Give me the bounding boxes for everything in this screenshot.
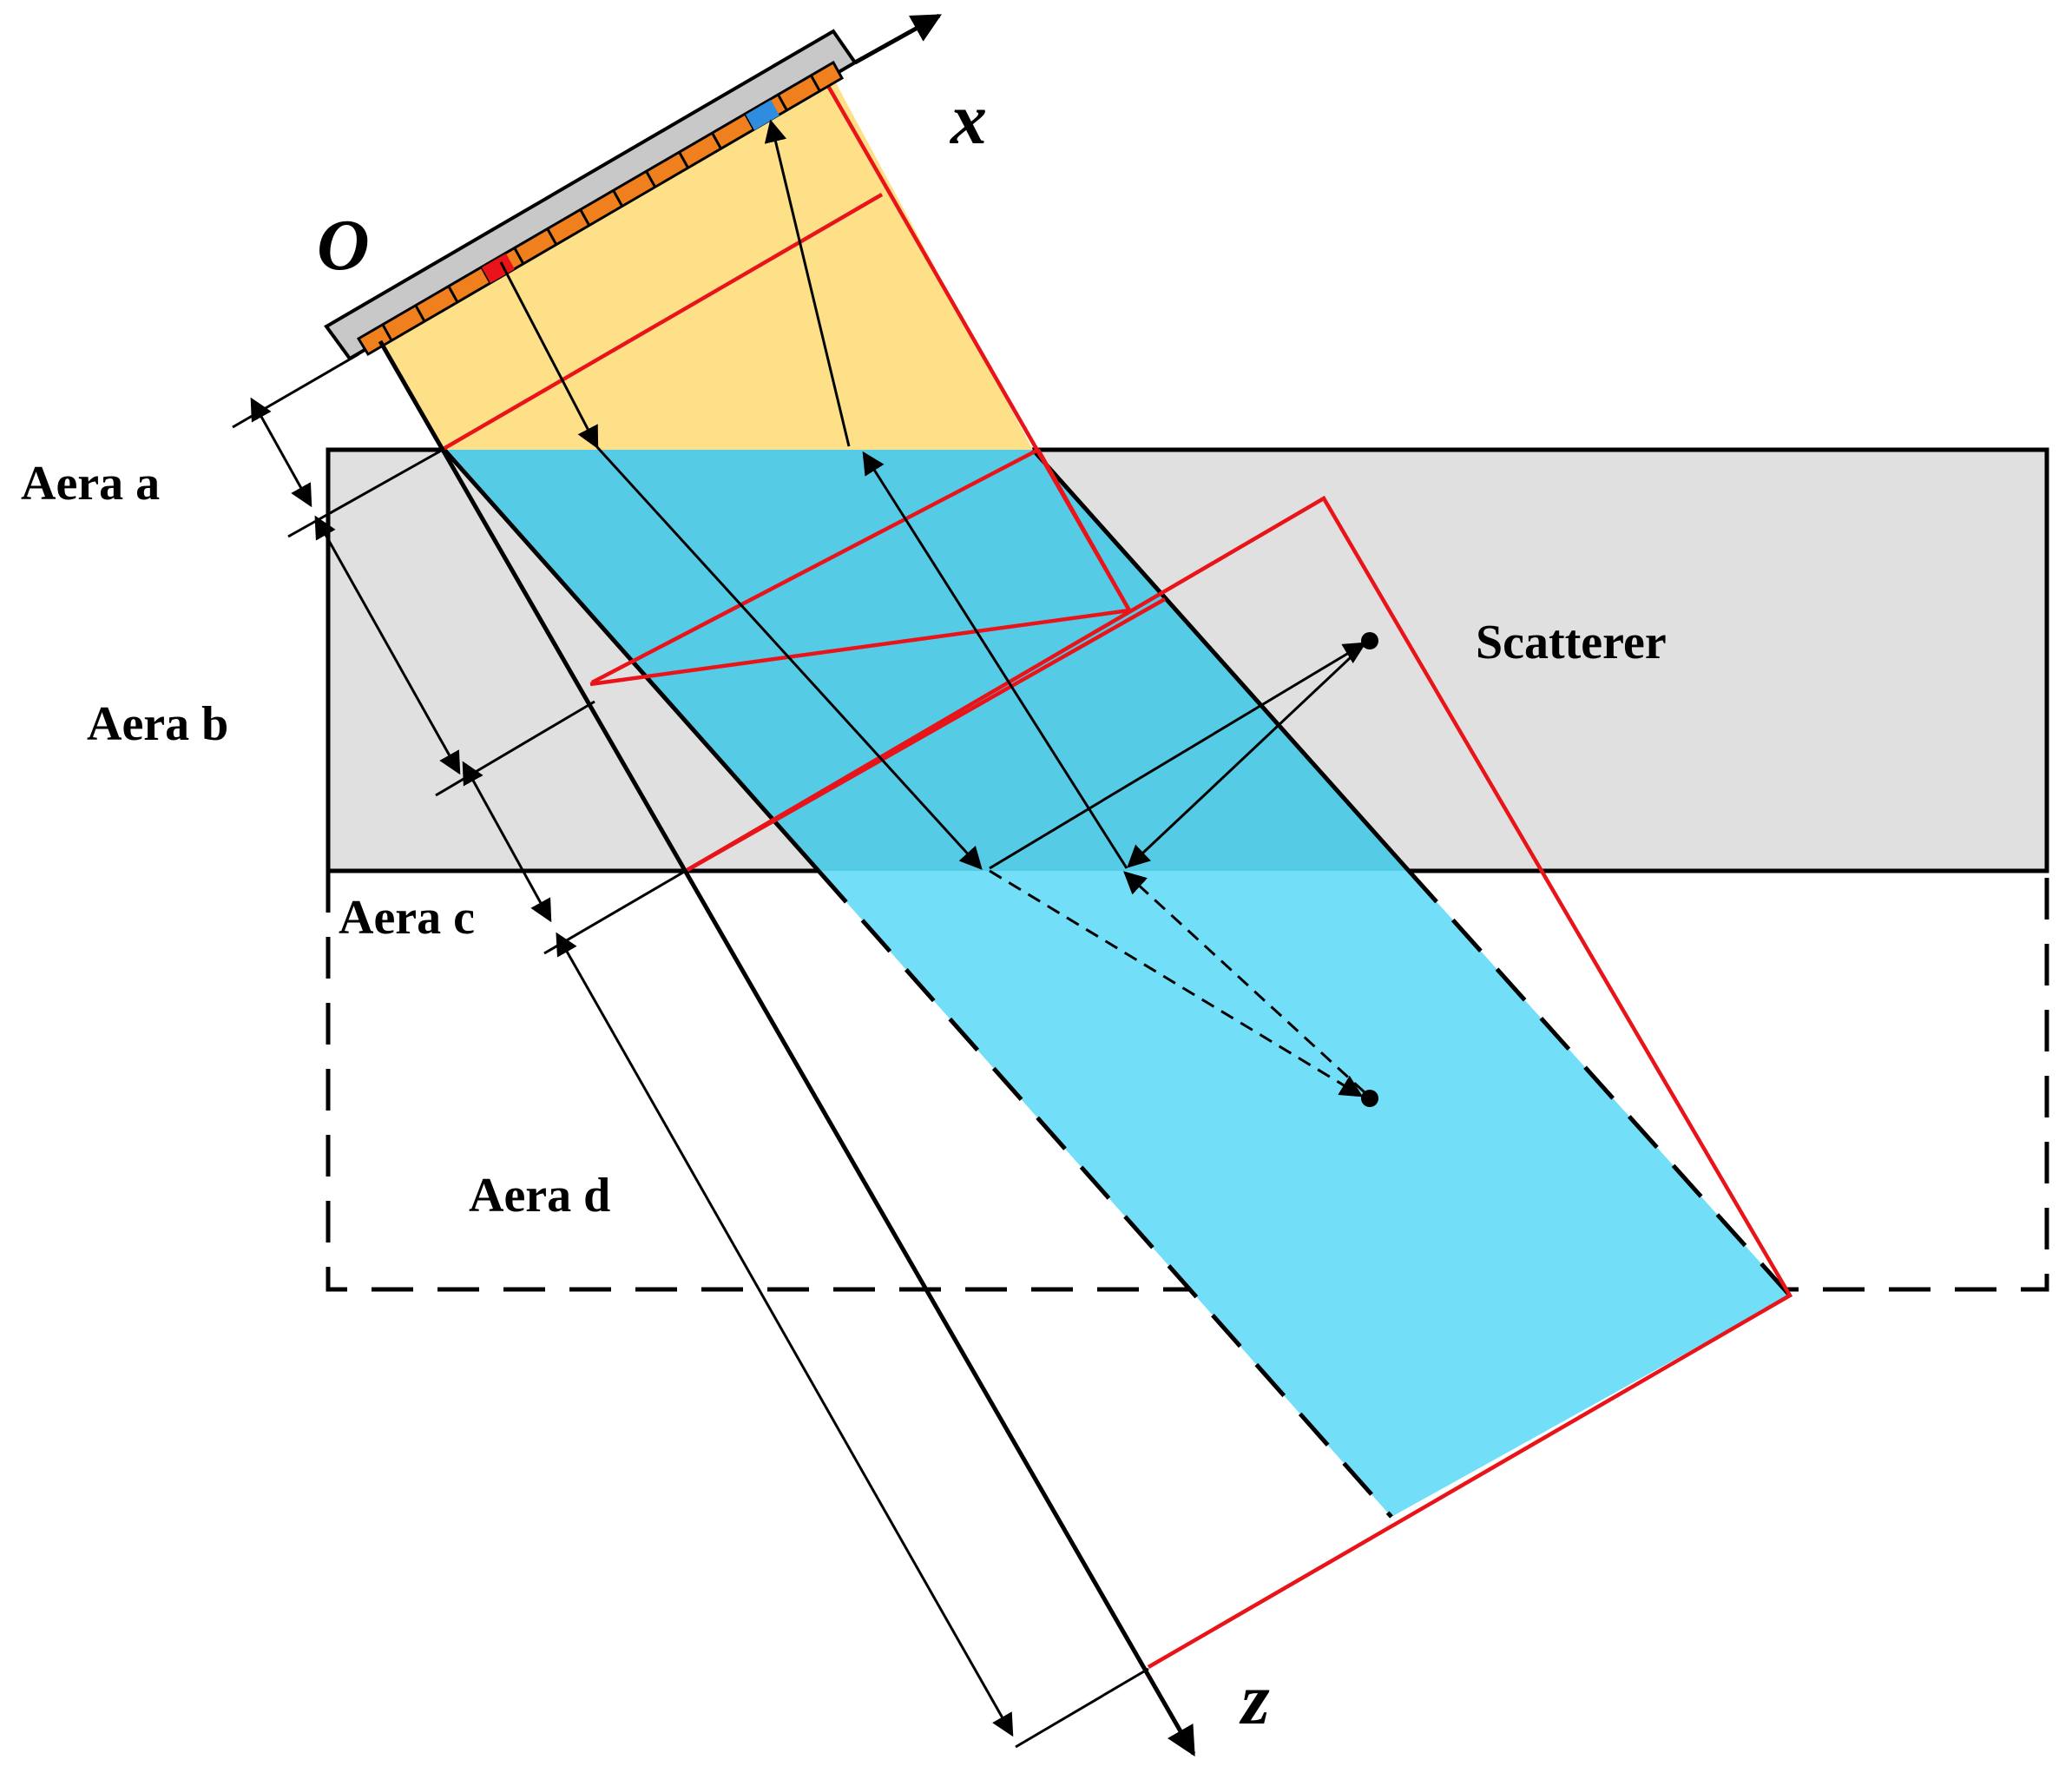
area-b-red-line-2 <box>684 597 1167 873</box>
transducer-array <box>356 60 845 357</box>
dim-area-a <box>250 397 312 508</box>
area-a-label: Aera a <box>21 457 160 511</box>
tx-ray-wedge <box>499 261 599 450</box>
dimension-arrows <box>250 397 1014 1737</box>
array-element-dividers <box>381 76 822 341</box>
rx-ray-scatterer <box>862 451 1128 869</box>
area-d-label: Aera d <box>469 1169 610 1223</box>
dim-area-d <box>556 932 1014 1737</box>
z-axis-label: z <box>1239 1659 1270 1740</box>
area-b-label: Aera b <box>87 697 228 751</box>
probe <box>324 29 858 361</box>
area-b-red-line <box>590 448 1040 684</box>
wedge-region <box>380 78 1033 450</box>
mirror-right-edge <box>1407 869 1792 1297</box>
tx-ray-scatterer <box>595 445 983 870</box>
beam-right-edge <box>1031 448 1411 873</box>
scatterer-to-backwall-ray <box>1127 643 1366 868</box>
transmit-element <box>482 254 515 283</box>
mirror-return-dashed <box>1123 871 1366 1094</box>
origin-label: O <box>317 205 370 286</box>
scatter-point-mirror <box>1361 1090 1378 1107</box>
beam-region-in-scatterer <box>444 450 1409 871</box>
rx-ray-wedge <box>764 119 851 447</box>
dim-area-c <box>462 761 552 923</box>
x-axis-label: x <box>949 79 987 160</box>
area-c-red-line <box>1036 448 1131 612</box>
backwall-to-scatterer-ray <box>989 642 1367 870</box>
x-axis-arrow <box>853 13 942 65</box>
mirror-incident-dashed <box>989 869 1364 1097</box>
beam-region-mirror-image <box>819 871 1790 1517</box>
scatterer-label: Scatterer <box>1476 616 1667 669</box>
dim-area-b <box>314 515 461 775</box>
area-c-label: Aera c <box>339 891 475 945</box>
receive-element <box>746 100 779 130</box>
